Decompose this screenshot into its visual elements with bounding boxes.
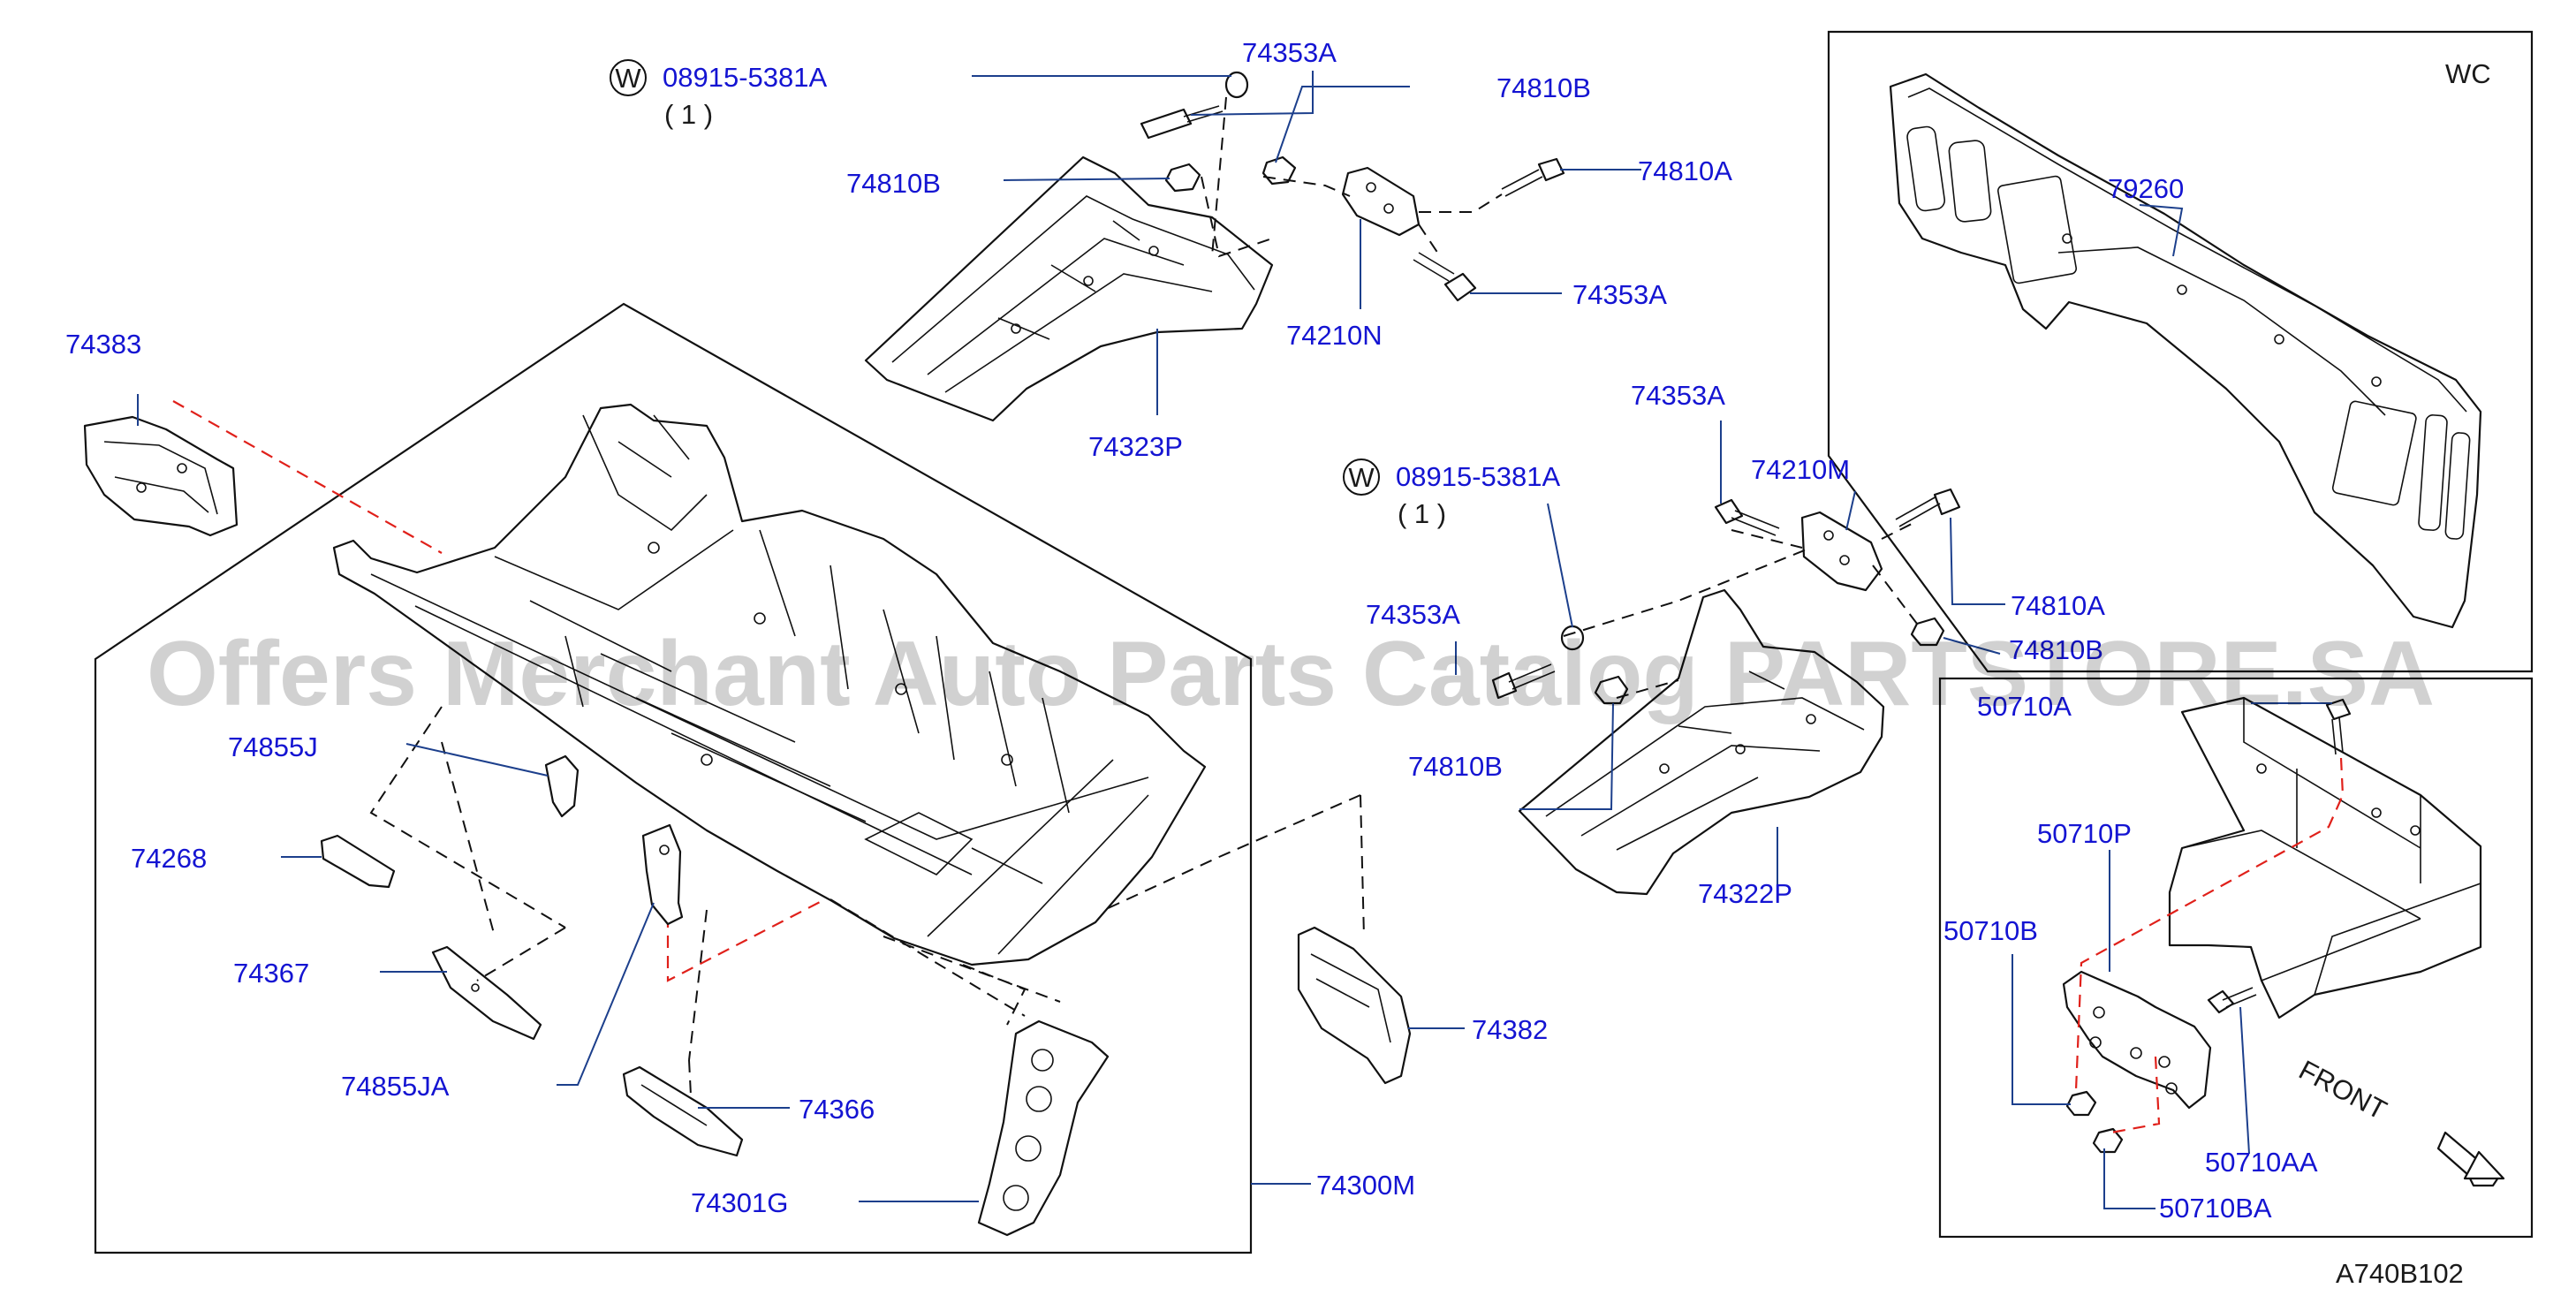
label-74366: 74366 [799, 1094, 875, 1125]
nut-50710b [2065, 1090, 2097, 1117]
bolt-74353a-mid-left [1491, 663, 1556, 700]
label-50710aa: 50710AA [2205, 1147, 2318, 1178]
label-74323p: 74323P [1088, 431, 1183, 462]
side-bracket-74383 [83, 415, 239, 537]
label-50710p: 50710P [2037, 818, 2132, 849]
label-wc: WC [2445, 58, 2491, 89]
front-arrow-icon [2436, 1131, 2505, 1187]
bracket-74210n [1341, 166, 1421, 237]
label-74353a-mid-left: 74353A [1366, 599, 1460, 630]
label-50710b: 50710B [1943, 915, 2038, 946]
label-74810a-top: 74810A [1638, 155, 1732, 186]
plate-74366 [622, 1065, 744, 1157]
label-74810b-mid-left: 74810B [1408, 751, 1503, 782]
washer-callout-mid: W 08915-5381A ( 1 ) [1343, 458, 1560, 529]
label-74382: 74382 [1472, 1014, 1548, 1045]
main-floor-pan [332, 403, 1207, 966]
nut-74810b-mid-right [1910, 617, 1945, 647]
label-74353a-top: 74353A [1242, 37, 1337, 68]
label-74383: 74383 [65, 329, 141, 360]
label-79260: 79260 [2108, 173, 2184, 204]
dash-group-floor [369, 706, 1365, 1096]
bolt-74810a-mid [1895, 488, 1961, 527]
label-74268: 74268 [131, 843, 207, 874]
bracket-50710p [2062, 970, 2212, 1110]
dash-group-top [1201, 96, 1503, 258]
label-74210n: 74210N [1286, 320, 1383, 351]
clip-74855j [544, 754, 580, 818]
bracket-74367 [431, 945, 542, 1041]
w-symbol-icon [1343, 458, 1380, 496]
rear-panel-79260 [1889, 72, 2482, 629]
label-74855j: 74855J [228, 731, 318, 762]
w-symbol-top: W [615, 63, 641, 94]
label-washer-top-qty: ( 1 ) [664, 99, 713, 130]
diagram-code: A740B102 [2336, 1258, 2464, 1289]
label-74810b-top-left: 74810B [846, 168, 941, 199]
bolt-74810a-top [1501, 157, 1565, 197]
label-74353a-right: 74353A [1572, 279, 1667, 310]
label-74301g: 74301G [691, 1187, 788, 1218]
bolt-50710aa [2207, 987, 2257, 1014]
wc-inset-frame [1827, 30, 2534, 673]
label-50710ba: 50710BA [2159, 1193, 2272, 1224]
bracket-74855ja [641, 823, 684, 926]
bolt-74353a-mid [1714, 498, 1780, 536]
nut-50710ba [2092, 1127, 2124, 1154]
red-dash-frame [2074, 757, 2345, 1134]
w-symbol-mid: W [1348, 462, 1375, 493]
rear-floor-side-74323p [864, 155, 1274, 422]
label-front: FRONT [2294, 1054, 2392, 1125]
rear-floor-side-74322p [1518, 588, 1885, 896]
bolt-50710a [2325, 698, 2352, 755]
clip-74268 [320, 834, 396, 889]
label-74855ja: 74855JA [341, 1071, 450, 1102]
label-50710a: 50710A [1977, 691, 2072, 722]
washer-callout-top: W 08915-5381A ( 1 ) [610, 59, 827, 130]
floor-assembly-frame [94, 302, 1253, 1254]
label-74367: 74367 [233, 958, 309, 989]
label-74322p: 74322P [1698, 878, 1792, 909]
watermark: Offers Merchant Auto Parts Catalog PARTS… [147, 623, 2435, 725]
nut-74810b-left [1164, 163, 1201, 193]
frame-bracket-inset [1938, 677, 2534, 1239]
label-74210m: 74210M [1751, 454, 1850, 485]
label-washer-mid: 08915-5381A [1396, 461, 1560, 492]
label-74810b-top-right: 74810B [1496, 72, 1591, 103]
leader-lines [137, 71, 2332, 1209]
label-74353a-mid: 74353A [1631, 380, 1725, 411]
bolt-74353a-right [1413, 252, 1477, 302]
washer-top [1224, 71, 1249, 99]
member-74301g [977, 1019, 1110, 1237]
bolt-74353a-top [1140, 105, 1224, 140]
label-74810b-mid-right: 74810B [2009, 634, 2103, 665]
bracket-74210m [1800, 511, 1883, 592]
label-74810a-mid: 74810A [2011, 590, 2105, 621]
label-washer-mid-qty: ( 1 ) [1398, 498, 1446, 529]
w-symbol-icon [610, 59, 647, 96]
label-washer-top: 08915-5381A [663, 62, 827, 93]
red-dash-74383 [172, 400, 443, 554]
red-dash-floor [666, 898, 826, 982]
label-74300m: 74300M [1316, 1170, 1415, 1201]
bracket-74382 [1297, 926, 1412, 1085]
frame-rail [2168, 696, 2482, 1019]
